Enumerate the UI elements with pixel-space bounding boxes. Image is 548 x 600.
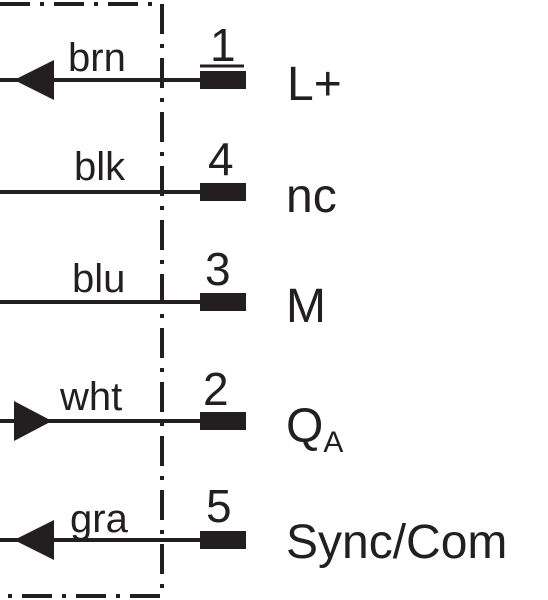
pin-contact [200, 183, 246, 201]
pin-number: 3 [205, 243, 231, 295]
signal-label: QA [286, 400, 343, 459]
arrow-left-icon [14, 520, 54, 560]
arrow-right-icon [14, 401, 52, 441]
wire-color-label: gra [70, 497, 129, 541]
pin-number: 5 [206, 480, 232, 532]
arrow-left-icon [14, 60, 54, 100]
signal-label: Sync/Com [286, 516, 507, 569]
connection-row-4: blk 4 nc [0, 133, 337, 223]
signal-subscript: A [323, 426, 343, 459]
pin-number: 2 [203, 363, 229, 415]
pin-contact [200, 412, 246, 430]
connection-row-3: blu 3 M [0, 243, 326, 333]
signal-label: L+ [287, 58, 342, 111]
pin-contact [200, 71, 246, 89]
pin-number: 1 [210, 19, 236, 71]
wire-color-label: brn [68, 36, 126, 80]
signal-main: Q [286, 400, 323, 453]
pin-contact [200, 531, 246, 549]
signal-label: nc [286, 170, 337, 223]
pin-contact [200, 293, 246, 311]
wire-color-label: blu [72, 257, 125, 301]
pin-number: 4 [208, 133, 234, 185]
connection-row-1: brn 1 L+ [0, 19, 342, 111]
connection-row-5: gra 5 Sync/Com [0, 480, 507, 569]
connection-row-2: wht 2 QA [0, 363, 343, 459]
wire-color-label: wht [59, 375, 122, 419]
wire-color-label: blk [74, 145, 126, 189]
signal-label: M [286, 280, 326, 333]
